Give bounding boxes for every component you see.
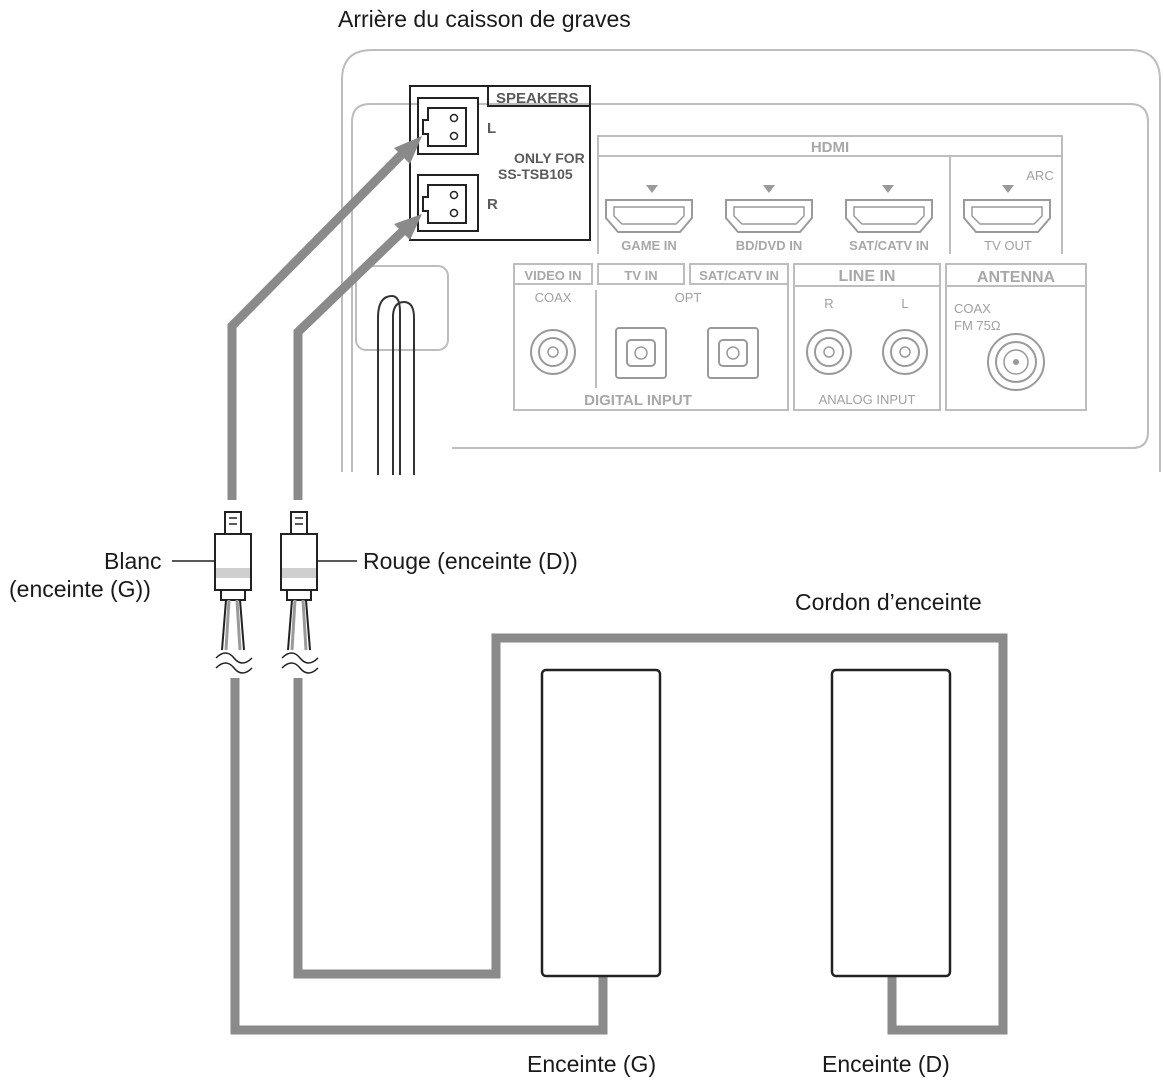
white-plug-subcaption: (enceinte (G)): [9, 576, 151, 602]
line-in-label: LINE IN: [839, 268, 896, 285]
bd-dvd-in-label: BD/DVD IN: [736, 238, 802, 253]
speaker-l-label: L: [487, 120, 496, 137]
antenna-label: ANTENNA: [977, 269, 1056, 286]
digital-input-block: VIDEO IN TV IN SAT/CATV IN COAX OPT DIGI…: [513, 263, 789, 411]
hdmi-block: HDMI ARC GAME IN BD/DVD IN SAT/CATV IN: [597, 135, 1063, 254]
analog-input-label: ANALOG INPUT: [819, 392, 916, 407]
white-plug-caption: Blanc: [104, 548, 162, 574]
analog-input-block: LINE IN R L ANALOG INPUT: [793, 263, 941, 411]
speaker-l-jack[interactable]: [417, 97, 479, 155]
sat-catv-in-hdmi-label: SAT/CATV IN: [849, 238, 929, 253]
left-speaker-caption: Enceinte (G): [527, 1051, 656, 1077]
left-speaker: [540, 668, 662, 978]
right-speaker: [830, 668, 952, 978]
hdmi-title: HDMI: [811, 139, 849, 156]
red-plug-caption: Rouge (enceinte (D)): [363, 548, 578, 574]
speakers-title: SPEAKERS: [496, 90, 579, 107]
line-l-label: L: [901, 296, 908, 311]
game-in-label: GAME IN: [621, 238, 677, 253]
tv-in-label: TV IN: [624, 268, 657, 283]
fm-antenna-jack[interactable]: [987, 333, 1045, 391]
hdmi-port-sat-catv-in[interactable]: [845, 185, 933, 233]
hdmi-port-game-in[interactable]: [605, 185, 693, 233]
cable-break-marks: [215, 652, 319, 674]
cable-l-to-jack: [227, 136, 422, 500]
red-plug: [280, 511, 318, 651]
coax-digital-jack[interactable]: [530, 329, 576, 375]
only-for-line1: ONLY FOR: [514, 150, 585, 166]
speaker-cord-left: [230, 678, 608, 1035]
hdmi-port-bd-dvd-in[interactable]: [725, 185, 813, 233]
coax-label: COAX: [535, 290, 572, 305]
antenna-coax-label: COAX: [954, 301, 991, 316]
only-for-line2: SS-TSB105: [498, 166, 573, 182]
hdmi-port-tv-out[interactable]: [963, 185, 1051, 233]
cable-exit-wires: [377, 294, 415, 475]
optical-sat-catv-in-jack[interactable]: [707, 327, 759, 379]
speakers-terminal-block: SPEAKERS L R ONLY FOR SS-TSB105: [409, 85, 591, 241]
right-speaker-caption: Enceinte (D): [822, 1051, 950, 1077]
tv-out-label: TV OUT: [984, 238, 1032, 253]
analog-r-jack[interactable]: [806, 329, 852, 375]
arc-label: ARC: [1026, 168, 1053, 183]
digital-input-label: DIGITAL INPUT: [584, 392, 692, 409]
fm-75-label: FM 75Ω: [954, 318, 1001, 333]
cable-r-to-jack: [293, 214, 422, 500]
speaker-r-jack[interactable]: [417, 174, 479, 232]
opt-label: OPT: [675, 290, 702, 305]
white-plug: [214, 511, 252, 651]
speaker-cord-right: [293, 633, 1008, 1035]
video-in-label: VIDEO IN: [524, 268, 581, 283]
subwoofer-rear-caption: Arrière du caisson de graves: [338, 6, 631, 32]
analog-l-jack[interactable]: [882, 329, 928, 375]
subwoofer-rear-panel: SPEAKERS L R ONLY FOR SS-TSB105: [341, 49, 1161, 475]
sat-catv-in-label: SAT/CATV IN: [699, 268, 779, 283]
antenna-block: ANTENNA COAX FM 75Ω: [945, 263, 1087, 411]
speaker-r-label: R: [487, 196, 498, 213]
speaker-cord-caption: Cordon d’enceinte: [795, 589, 982, 615]
optical-tv-in-jack[interactable]: [615, 327, 667, 379]
line-r-label: R: [824, 296, 833, 311]
